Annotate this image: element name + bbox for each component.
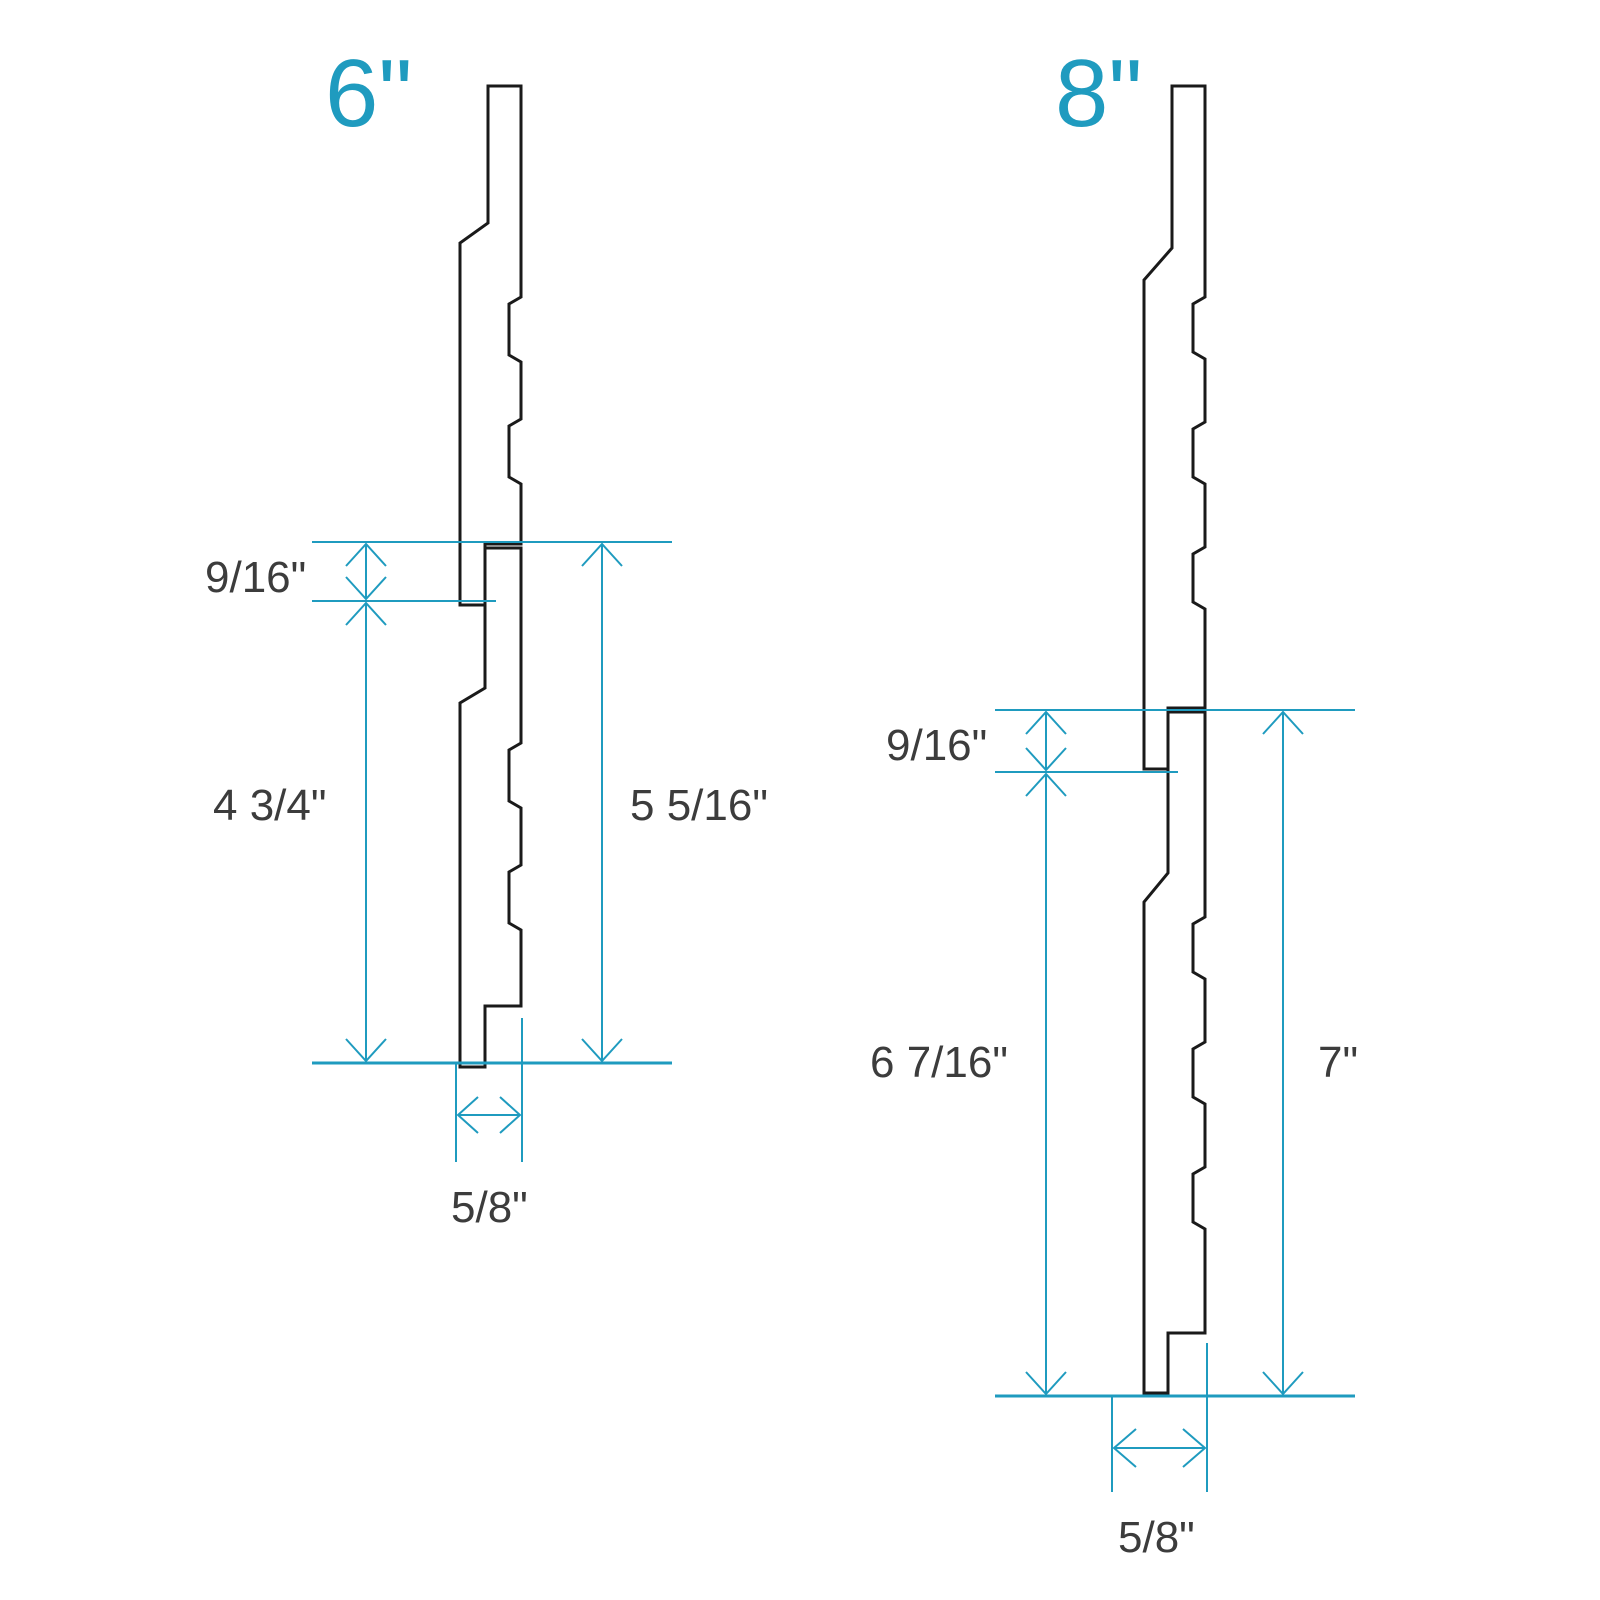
overall-label-8: 7": [1318, 1038, 1358, 1087]
exposure-label-6: 4 3/4": [213, 781, 326, 830]
thickness-label-8: 5/8": [1118, 1513, 1195, 1562]
thickness-arrow-right: [499, 1096, 522, 1134]
exposure-arrow-up: [1025, 772, 1067, 797]
lap-label-6: 9/16": [205, 553, 306, 602]
exposure-label-8: 6 7/16": [870, 1038, 1008, 1087]
diagram-title-8: 8": [1055, 40, 1142, 147]
upper-board-profile: [458, 84, 523, 607]
lap-arrow-down: [345, 576, 387, 601]
overall-arrow-up: [1262, 710, 1304, 735]
diagram-title-6: 6": [325, 40, 412, 147]
lower-board-profile: [1142, 710, 1207, 1395]
thickness-arrow-left: [1112, 1428, 1137, 1468]
lap-arrow-up: [1025, 710, 1067, 735]
diagram-6-inch: 6" 9/16" 4 3/4" 5 5/16" 5/8": [205, 40, 768, 1232]
thickness-arrow-left: [456, 1096, 479, 1134]
lap-arrow-up: [345, 542, 387, 567]
exposure-arrow-down: [1025, 1371, 1067, 1396]
upper-board-profile: [1142, 84, 1207, 771]
overall-arrow-down: [581, 1038, 623, 1063]
exposure-arrow-down: [345, 1038, 387, 1063]
lap-label-8: 9/16": [886, 721, 987, 770]
thickness-label-6: 5/8": [451, 1183, 528, 1232]
thickness-arrow-right: [1182, 1428, 1207, 1468]
lap-arrow-down: [1025, 747, 1067, 772]
exposure-arrow-up: [345, 601, 387, 626]
overall-arrow-down: [1262, 1371, 1304, 1396]
diagram-8-inch: 8" 9/16" 6 7/16" 7" 5/8": [870, 40, 1358, 1562]
overall-label-6: 5 5/16": [630, 781, 768, 830]
overall-arrow-up: [581, 542, 623, 567]
lower-board-profile: [458, 546, 523, 1069]
